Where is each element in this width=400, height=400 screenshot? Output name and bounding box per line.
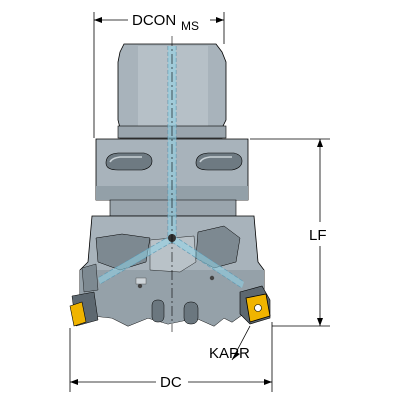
dcon-label: DCON (132, 12, 176, 29)
dimension-kapr (231, 325, 251, 361)
dimension-lf (250, 138, 330, 327)
insert-left (69, 301, 87, 327)
coolant-outlet-center (183, 301, 199, 325)
kapr-label: KAPR (209, 345, 250, 362)
dc-label: DC (160, 374, 182, 391)
dcon-subscript: MS (181, 19, 199, 33)
lf-label: LF (309, 227, 327, 244)
insert-right (239, 285, 271, 325)
screw-mark-2 (209, 275, 215, 281)
dimension-dcon (93, 12, 225, 138)
insert-screw (254, 304, 262, 312)
screw-mark-1 (137, 283, 143, 289)
drive-slot-right (195, 152, 243, 171)
coolant-outlet-left (151, 299, 165, 323)
dimension-dc (69, 322, 273, 392)
drive-slot-left (105, 152, 153, 171)
